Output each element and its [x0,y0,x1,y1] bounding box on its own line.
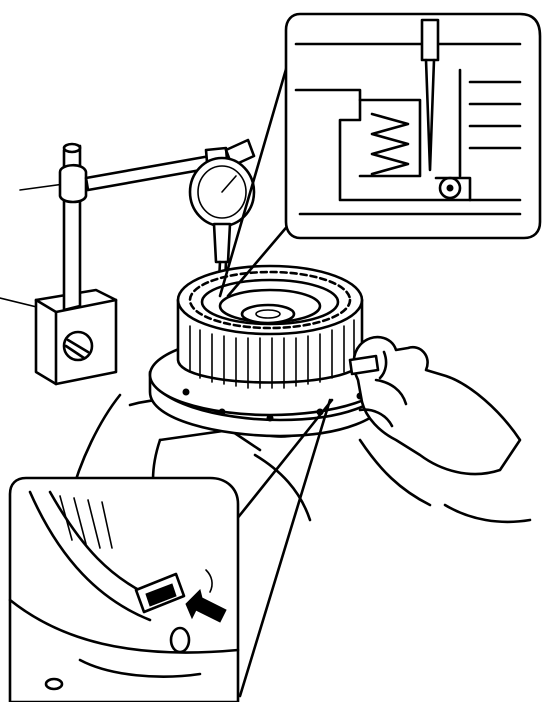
detail-view-oil-hole [8,398,334,702]
magnetic-base-stand [34,142,230,386]
hand-with-air-gun [348,335,522,476]
dial-indicator [188,138,256,302]
detail-view-spring-and-piston [218,12,542,298]
